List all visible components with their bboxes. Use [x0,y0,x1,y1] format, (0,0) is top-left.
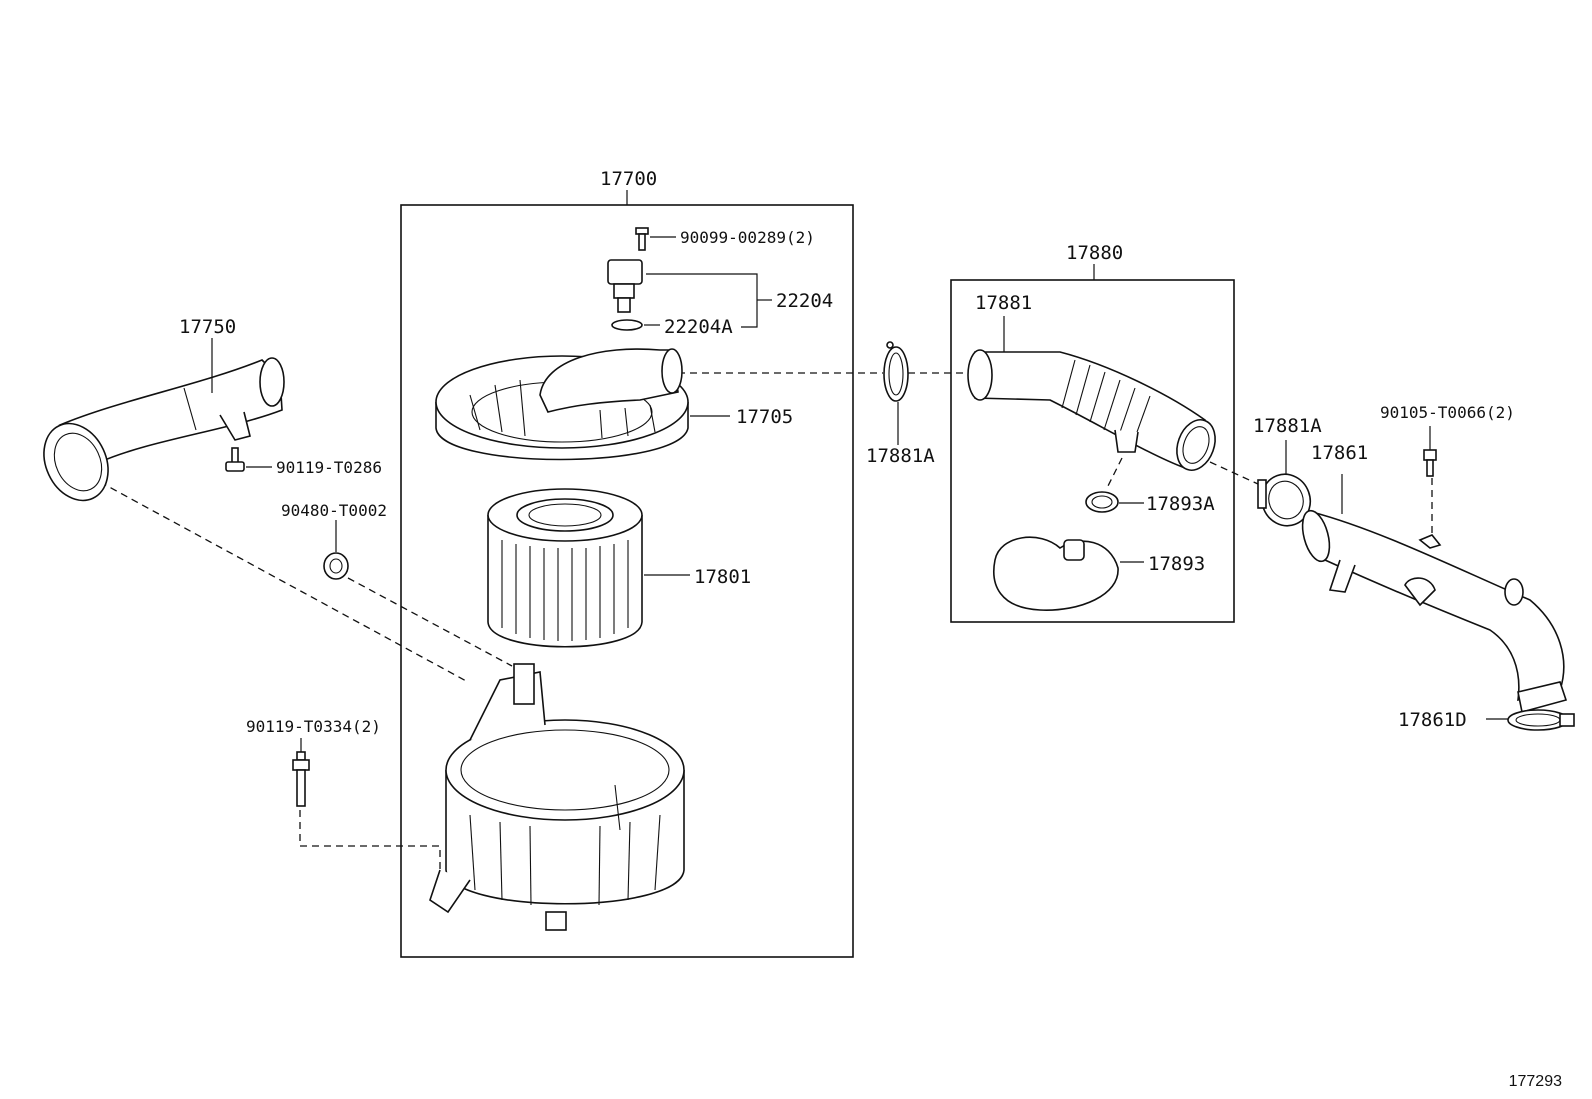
label-17861D: 17861D [1398,709,1467,731]
clip-17893A [1085,491,1119,513]
label-17880: 17880 [1066,242,1123,264]
bolt-90105-T0066 [1423,449,1437,477]
airflow-sensor-22204 [607,259,643,313]
label-90105-T0066: 90105-T0066(2) [1380,403,1515,422]
intake-pipe-17861 [1301,509,1568,713]
label-17750: 17750 [179,316,236,338]
bolt-90119-T0286 [225,447,245,472]
grommet-90480-T0002 [323,552,349,580]
label-90119-T0286: 90119-T0286 [276,458,382,477]
air-cleaner-case [429,663,685,931]
label-17861: 17861 [1311,442,1368,464]
filter-element-17801 [487,488,643,648]
assembly-box-17880 [950,279,1235,623]
label-17881A-left: 17881A [866,445,935,467]
bolt-90119-T0334 [292,751,310,807]
dashline-hose-to-clamp [1209,461,1259,485]
label-17700: 17700 [600,168,657,190]
label-90099-00289: 90099-00289(2) [680,228,815,247]
label-17881: 17881 [975,292,1032,314]
inlet-duct-17750 [43,357,285,502]
label-22204A: 22204A [664,316,733,338]
label-17705: 17705 [736,406,793,428]
hose-clamp-17881A-left [883,341,909,402]
label-17893A: 17893A [1146,493,1215,515]
dashline-17750-to-case [99,481,469,683]
cover-17893 [993,536,1119,611]
o-ring-22204A [611,319,643,331]
hose-clamp-17881A-right [1257,473,1312,527]
diagram-code: 177293 [1508,1073,1562,1090]
label-17893: 17893 [1148,553,1205,575]
label-90480-T0002: 90480-T0002 [281,501,387,520]
screw-90099-00289 [635,227,649,251]
label-17801: 17801 [694,566,751,588]
dashline-hose-to-clip [1105,457,1123,491]
label-22204: 22204 [776,290,833,312]
label-17881A-right: 17881A [1253,415,1322,437]
dashline-bolt-to-case [299,810,441,892]
air-cleaner-cap-17705 [435,348,689,461]
hose-clamp-17861D [1507,709,1575,731]
label-90119-T0334: 90119-T0334(2) [246,717,381,736]
intake-hose-17881 [967,349,1216,471]
